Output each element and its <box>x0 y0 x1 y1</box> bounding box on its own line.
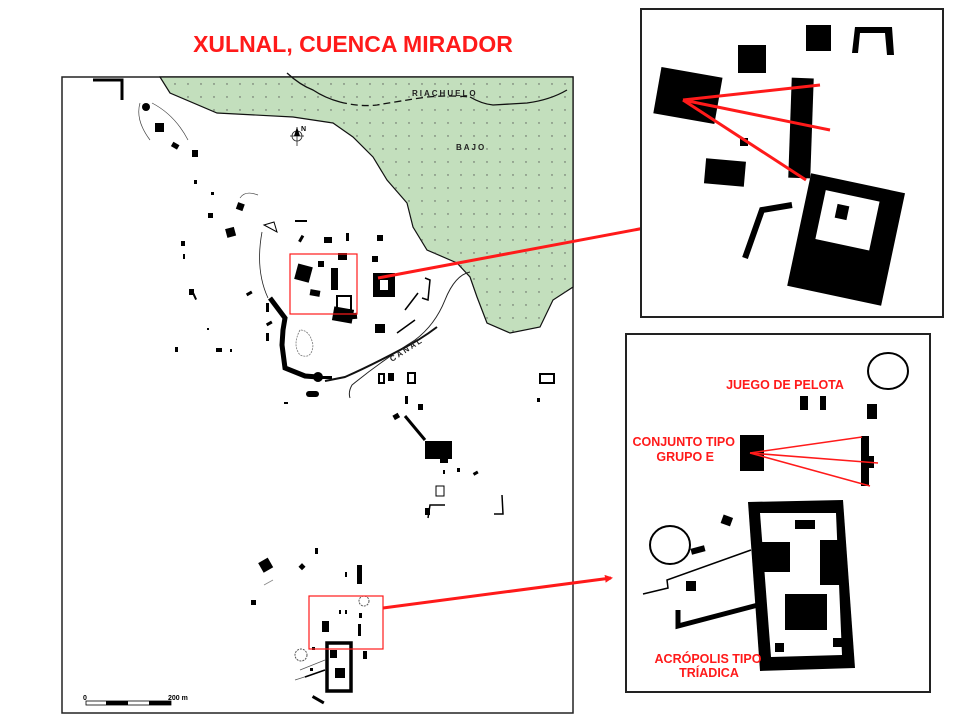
inset-south-group: JUEGO DE PELOTA CONJUNTO TIPO GRUPO E AC… <box>625 333 931 693</box>
bajo-dot-pattern <box>160 77 573 333</box>
arrow-to-north-inset <box>377 221 668 280</box>
terrace-line <box>259 231 269 299</box>
reservoir-outline <box>295 329 314 357</box>
scale-end-label: 200 m <box>168 695 188 702</box>
riachuelo-stream-dashed <box>339 95 471 107</box>
riachuelo-stream-end <box>469 89 568 106</box>
label-juego-de-pelota: JUEGO DE PELOTA <box>726 378 844 392</box>
label-conjunto-tipo: CONJUNTO TIPO <box>632 435 735 449</box>
north-arrow-icon <box>290 127 304 146</box>
scale-bar <box>85 700 172 706</box>
canal-line-inner <box>324 326 438 382</box>
riachuelo-label: RIACHUELO <box>412 89 478 98</box>
canal-line-outer <box>348 271 471 399</box>
map-title: XULNAL, CUENCA MIRADOR <box>193 31 513 57</box>
arrow-to-south-inset <box>382 574 613 610</box>
scale-start-label: 0 <box>83 695 87 702</box>
north-label: N <box>301 126 306 133</box>
causeway-wall <box>268 296 319 380</box>
ballcourt-mound-outline <box>649 352 909 565</box>
main-site-map: RIACHUELO BAJO N CANAL <box>61 72 574 714</box>
inset-north-group <box>640 8 944 318</box>
label-grupo-e: GRUPO E <box>656 450 714 464</box>
label-triadica: TRÍADICA <box>679 665 739 680</box>
bajo-label: BAJO <box>456 143 486 152</box>
aguada-outline <box>294 648 308 662</box>
label-acropolis-tipo: ACRÓPOLIS TIPO <box>655 651 762 666</box>
riachuelo-stream <box>286 72 341 103</box>
structures <box>93 78 555 705</box>
highlight-box-south-group[interactable] <box>308 595 384 650</box>
highlight-box-north-group[interactable] <box>289 253 358 315</box>
